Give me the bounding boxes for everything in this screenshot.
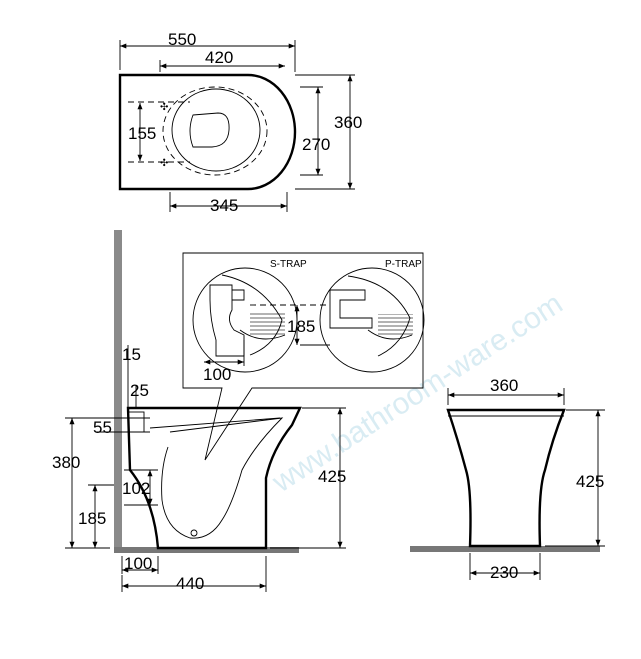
plan-dim-550: 550	[168, 30, 196, 49]
wall	[114, 230, 122, 552]
front-view: 360 425 230	[410, 376, 605, 582]
side-floor	[114, 547, 299, 553]
trap-detail: S-TRAP P-TRAP 185 100	[182, 252, 425, 461]
plan-fix-marker-bottom: ✣	[160, 158, 168, 169]
p-trap-outlet	[329, 289, 373, 329]
side-dim-102: 102	[122, 479, 150, 498]
front-toilet-outline	[446, 408, 566, 548]
s-trap-water	[250, 313, 285, 335]
plan-dim-155: 155	[128, 124, 156, 143]
plan-bowl	[171, 88, 261, 172]
side-dim-425: 425	[318, 467, 346, 486]
plan-dim-360: 360	[334, 113, 362, 132]
side-dim-185: 185	[78, 509, 106, 528]
side-bowl	[161, 417, 284, 539]
detail-dim-185: 185	[287, 317, 315, 336]
side-dim-55: 55	[93, 418, 112, 437]
s-trap-label: S-TRAP	[270, 259, 307, 270]
plan-view: ✣ ✣ 550 420 360 270 155 345	[118, 30, 362, 215]
plan-dim-270: 270	[302, 135, 330, 154]
plan-outline	[118, 73, 297, 191]
plan-outlet	[189, 112, 230, 148]
side-dim-25: 25	[130, 381, 149, 400]
front-dim-360: 360	[490, 376, 518, 395]
s-trap-outlet	[209, 284, 245, 357]
plan-rim-dashed	[162, 86, 268, 176]
front-dim-230: 230	[490, 563, 518, 582]
detail-dim-100: 100	[203, 365, 231, 384]
front-dim-425: 425	[576, 472, 604, 491]
side-dim-100: 100	[124, 554, 152, 573]
p-trap-water	[378, 314, 413, 336]
callout-box	[182, 252, 424, 461]
side-view: 15 25 55 380 102 185 425 100	[52, 230, 346, 593]
side-dim-15: 15	[122, 345, 141, 364]
front-floor	[410, 546, 600, 552]
side-toilet-outline	[126, 406, 302, 550]
plan-fix-marker-top: ✣	[160, 102, 168, 113]
plan-dim-345: 345	[210, 196, 238, 215]
plan-dim-420: 420	[205, 48, 233, 67]
side-dim-380: 380	[52, 453, 80, 472]
p-trap-circle	[319, 267, 425, 373]
side-dim-440: 440	[176, 574, 204, 593]
p-trap-label: P-TRAP	[385, 259, 422, 270]
